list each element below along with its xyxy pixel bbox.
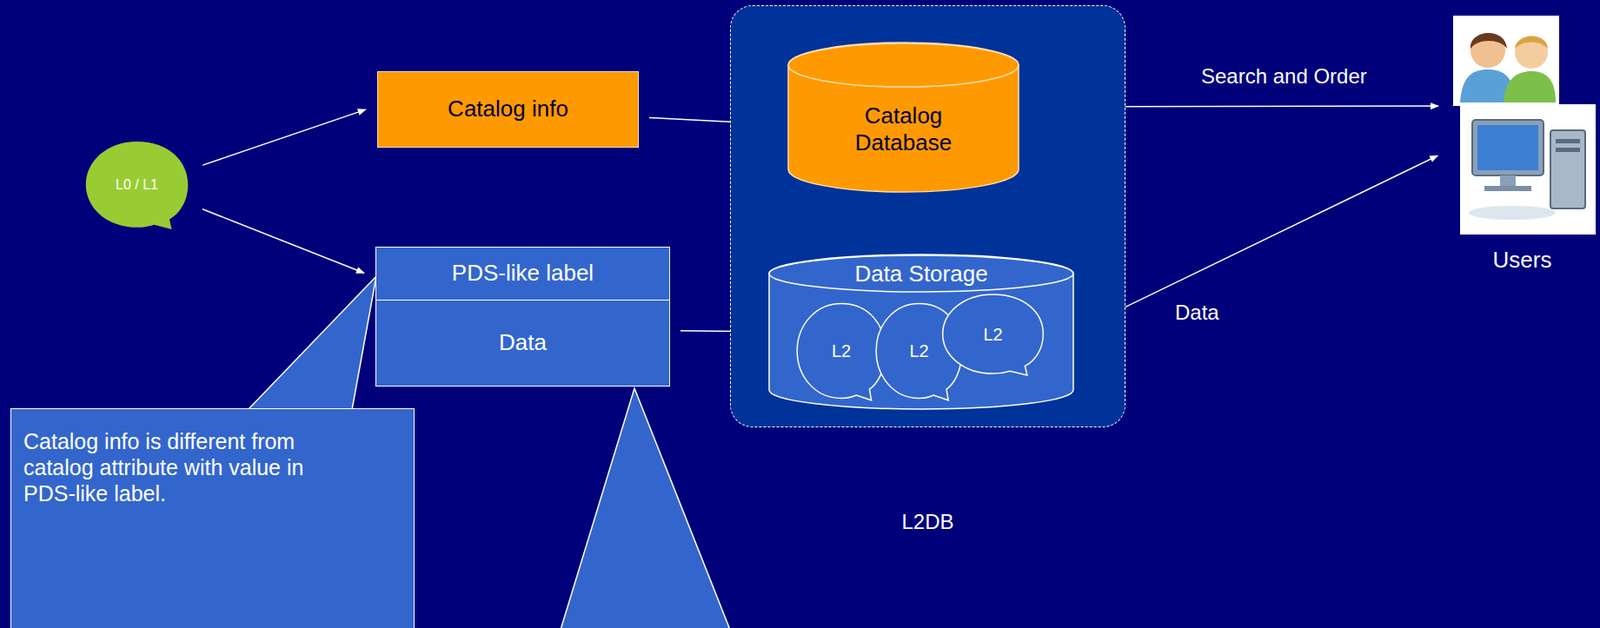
cylinder-body (788, 42, 1019, 193)
node-text: L2 (909, 340, 929, 362)
cylinder-body (769, 254, 1074, 410)
node-text: L2DB (730, 510, 1125, 536)
node-text: Data (376, 300, 670, 386)
bubble-outline (796, 304, 886, 401)
node-text: Data Storage (768, 260, 1075, 288)
label-data-box: PDS-like labelData (375, 246, 671, 387)
callout-pointer (560, 388, 731, 628)
cylinder-top (788, 43, 1019, 87)
people-icon-ground (1453, 15, 1560, 107)
connector-arrow (202, 209, 365, 274)
node-text: L2 (982, 324, 1003, 346)
data-storage: Data StorageL2L2L2 (768, 254, 1075, 410)
computer-icon-ground (1460, 104, 1596, 235)
callout-note: Catalog info is different from catalog a… (10, 408, 415, 628)
catalog-info-box: Catalog info (377, 71, 639, 148)
people-icon (1460, 33, 1556, 103)
edge-label: Data (1171, 300, 1223, 326)
bubble-outline (942, 294, 1044, 376)
connector-arrow (1083, 155, 1438, 328)
users-node: Users (1447, 13, 1598, 274)
node-text: Users (1447, 246, 1598, 274)
node-text: L2 (831, 340, 851, 362)
cylinder-top (769, 255, 1074, 293)
l2db-region: L2DBCatalog DatabaseData StorageL2L2L2 (730, 5, 1126, 428)
edge-label: Search and Order (1197, 64, 1371, 89)
callout-pointer (247, 276, 377, 411)
node-text: Catalog Database (816, 102, 991, 157)
node-text: L0 / L1 (115, 176, 159, 193)
source-bubble: L0 / L1 (82, 139, 192, 231)
bubble-outline (86, 141, 189, 230)
computer-icon (1468, 119, 1586, 220)
node-text: Catalog info is different from catalog a… (23, 428, 346, 507)
connector-arrow (202, 109, 366, 166)
catalog-database: Catalog Database (787, 42, 1020, 193)
node-text: Catalog info (447, 95, 569, 123)
l2-bubble: L2 (794, 300, 889, 402)
l2-bubble: L2 (939, 292, 1047, 377)
node-text: PDS-like label (376, 247, 670, 301)
